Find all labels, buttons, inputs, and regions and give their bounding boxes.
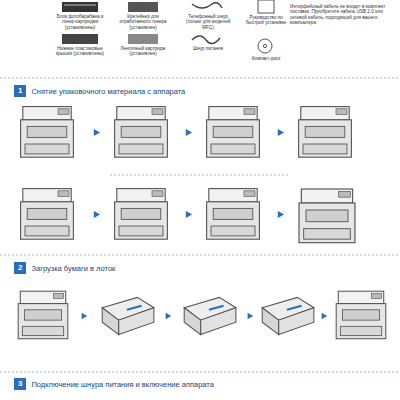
part-caption: Телефонный шнур (только для моделей MFC) (180, 14, 236, 30)
part-caption: Контейнер для отработанного тонера (уста… (116, 14, 170, 30)
note-text: Интерфейсный кабель не входит в комплект… (290, 4, 396, 25)
step-title: Подключение шнура питания и включение ап… (31, 380, 213, 389)
step-number: 3 (14, 378, 26, 390)
part-caption: Ленточный картридж (установлен) (116, 46, 170, 57)
step-heading: 2 Загрузка бумаги в лоток (14, 262, 115, 274)
step-number: 2 (14, 262, 26, 274)
part-caption: Компакт-диск (242, 56, 290, 61)
part-caption: Руководство по быстрой установке (242, 15, 290, 26)
step-title: Снятие упаковочного материала с аппарата (31, 87, 185, 96)
step-number: 1 (14, 85, 26, 97)
step-heading: 3 Подключение шнура питания и включение а… (14, 378, 214, 390)
step-heading: 1 Снятие упаковочного материала с аппарат… (14, 85, 185, 97)
part-caption: Шнур питания (180, 46, 236, 51)
step-title: Загрузка бумаги в лоток (31, 264, 115, 273)
part-caption: Нижние пластиковые крышки (установлены) (52, 46, 108, 57)
part-caption: Блок фотобарабана и тонер-картриджи (уст… (52, 14, 108, 30)
